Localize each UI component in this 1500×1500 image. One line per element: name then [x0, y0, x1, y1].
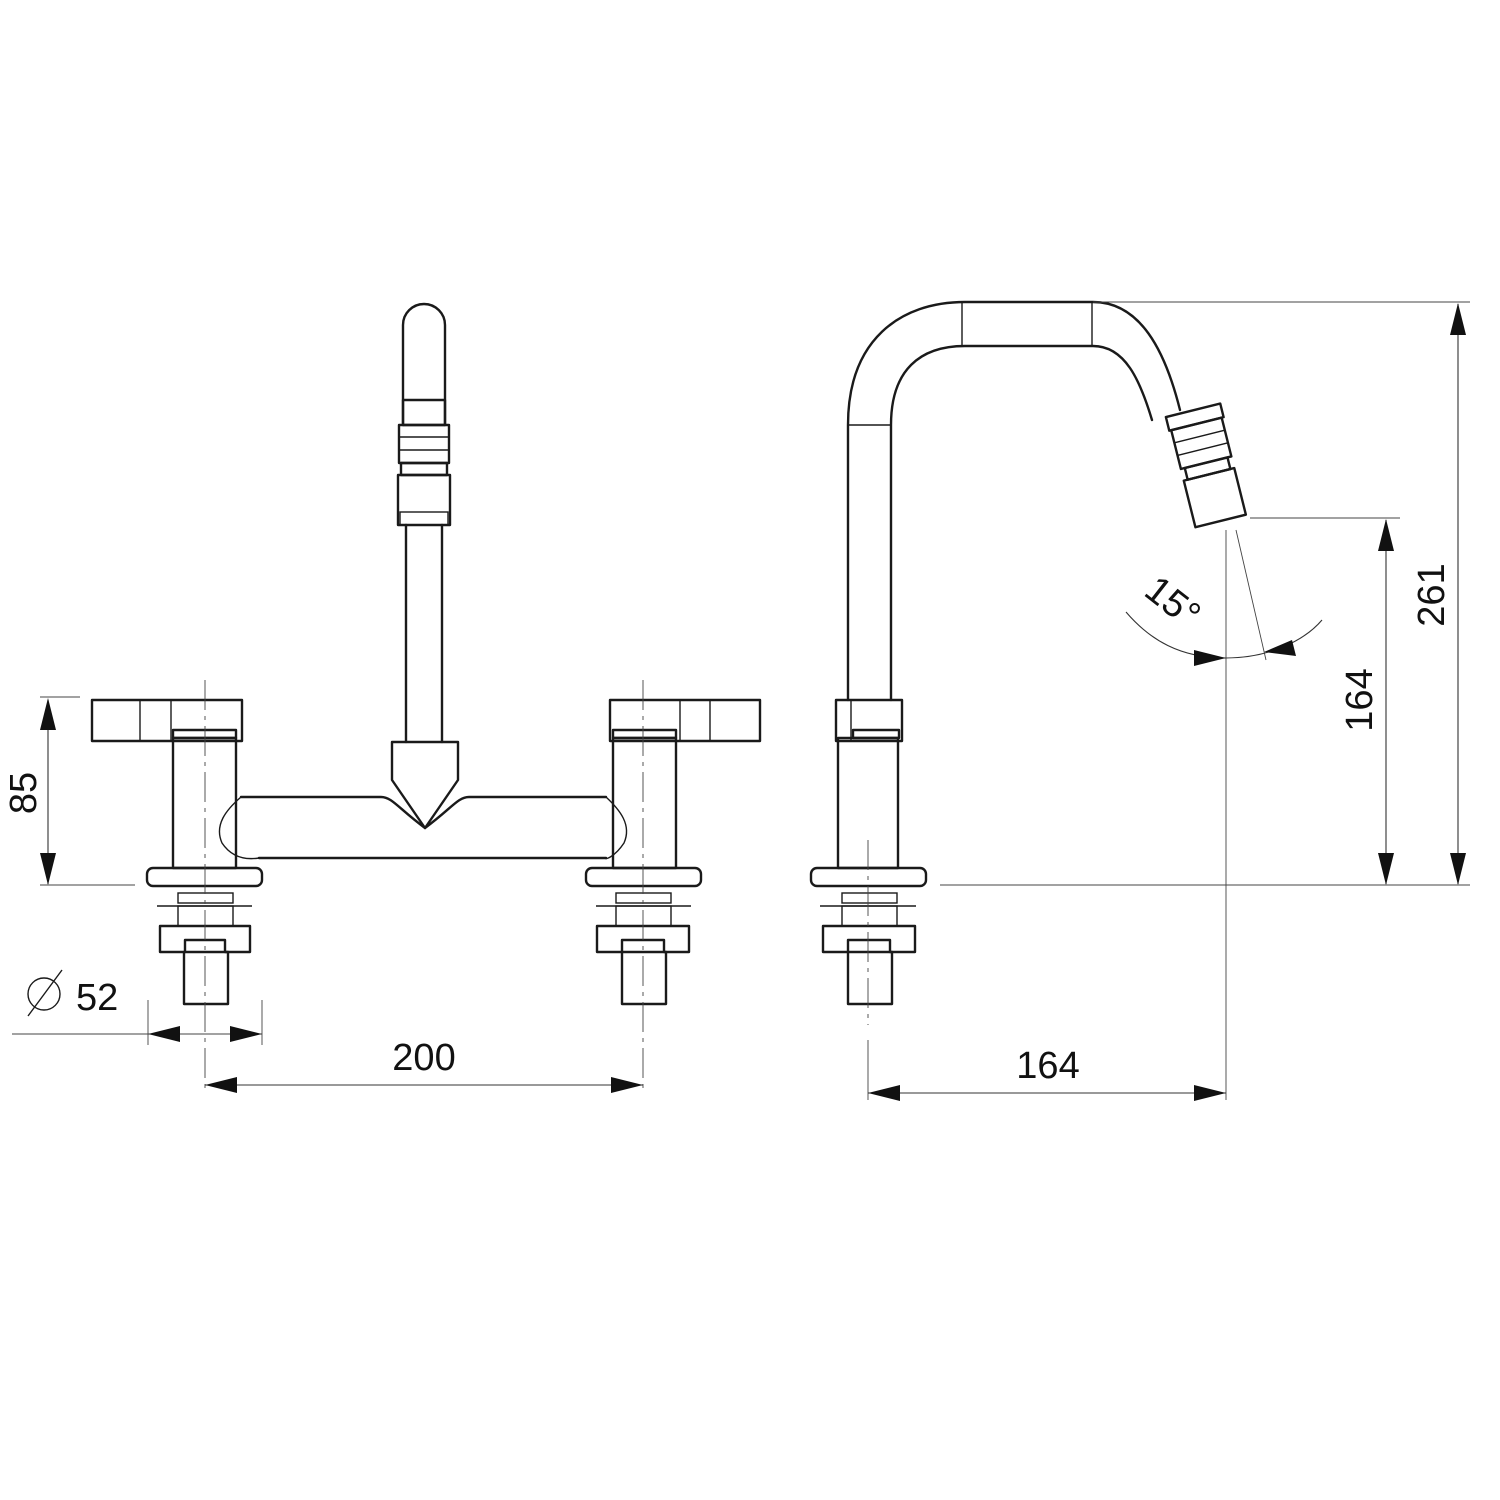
dim-label-200: 200: [392, 1037, 455, 1079]
dim-label-15-degrees: 15°: [1137, 568, 1208, 636]
side-spout: [846, 300, 1248, 702]
dim-label-261: 261: [1411, 563, 1453, 626]
front-left-valve: [90, 698, 264, 1006]
dimension-spout-reach: 164: [867, 530, 1227, 1101]
side-view-tap: [809, 300, 1248, 1025]
dimension-tail-diameter: 52: [12, 969, 263, 1045]
front-right-valve: [584, 698, 762, 1006]
dimension-outlet-height: 164: [940, 517, 1470, 886]
dim-label-diameter-52: 52: [76, 977, 118, 1019]
dimension-handle-height: 85: [3, 696, 135, 886]
front-mixer-body: [218, 740, 628, 860]
dim-label-85: 85: [3, 772, 45, 814]
front-view-tap: [90, 302, 762, 1090]
dimension-total-height: 261: [1093, 301, 1470, 885]
side-valve: [809, 698, 928, 1025]
diameter-symbol-icon: [27, 969, 63, 1017]
dim-label-height-164: 164: [1339, 668, 1381, 731]
dimension-centres: 200: [205, 1037, 643, 1093]
dimension-swivel-angle: 15°: [1125, 529, 1323, 666]
dim-label-reach-164: 164: [1016, 1045, 1079, 1087]
front-spout: [396, 302, 452, 744]
